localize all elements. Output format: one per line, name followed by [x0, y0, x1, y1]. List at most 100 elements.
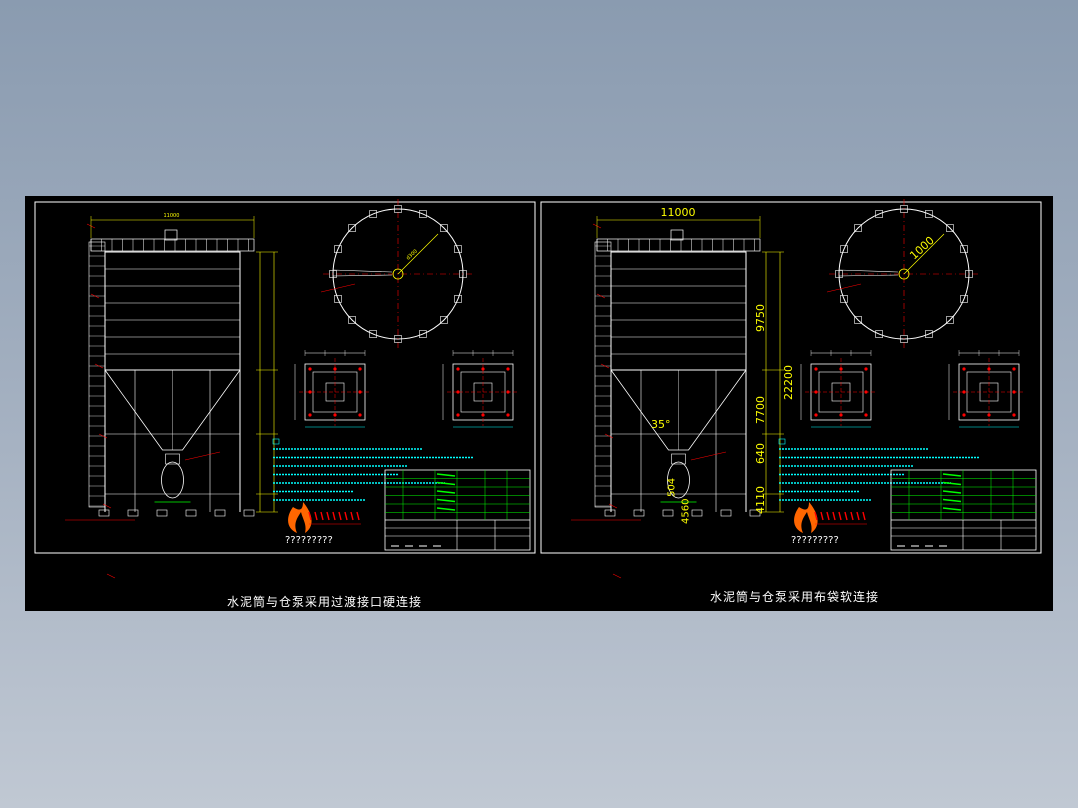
- bolt-hole: [1012, 367, 1016, 371]
- bolt-hole: [864, 390, 868, 394]
- bolt-hole: [839, 413, 843, 417]
- bolt-hole: [358, 413, 362, 417]
- base-plate: [98, 509, 110, 517]
- sheet-border: [34, 201, 536, 554]
- dim-text-width: 11000: [164, 213, 180, 219]
- bolt-hole: [456, 390, 460, 394]
- company-logo-icon: [288, 502, 312, 533]
- bolt-hole: [308, 390, 312, 394]
- callout-tick: [612, 573, 622, 579]
- bom-entry: [942, 490, 962, 494]
- anchor-bolt: [840, 245, 848, 253]
- dim-text-base: 4110: [754, 486, 767, 514]
- bolt-hole: [864, 413, 868, 417]
- bolt-hole: [839, 367, 843, 371]
- anchor-bolt: [369, 210, 377, 218]
- bolt-hole: [987, 413, 991, 417]
- dim-text-total: 22200: [782, 365, 795, 400]
- logo-text-glyph: [826, 511, 830, 521]
- bolt-hole: [814, 413, 818, 417]
- base-plate: [243, 509, 255, 517]
- bolt-hole: [864, 367, 868, 371]
- anchor-bolt: [329, 270, 337, 278]
- bolt-hole: [814, 390, 818, 394]
- cement-pump: [667, 461, 690, 499]
- anchor-bolt: [440, 316, 448, 324]
- inlet-pipe: [332, 274, 393, 277]
- bolt-hole: [308, 413, 312, 417]
- notes-heading: [272, 438, 280, 445]
- logo-text-glyph: [814, 511, 818, 521]
- bolt-hole: [456, 367, 460, 371]
- caption-right: 水泥筒与仓泵采用布袋软连接: [710, 590, 880, 604]
- inlet-pipe: [838, 274, 899, 277]
- logo-text-glyph: [314, 511, 318, 521]
- bolt-hole: [481, 367, 485, 371]
- callout-tick: [90, 293, 100, 299]
- anchor-bolt: [348, 224, 356, 232]
- anchor-bolt: [875, 330, 883, 338]
- logo-text-glyph: [350, 511, 354, 521]
- logo-text-glyph: [856, 511, 860, 521]
- radius-line: [397, 233, 439, 275]
- anchor-bolt: [925, 330, 933, 338]
- anchor-bolt: [875, 210, 883, 218]
- base-plate: [156, 509, 168, 517]
- dim-text-pump-a: 504: [667, 478, 678, 497]
- base-plate: [691, 509, 703, 517]
- inlet-pipe: [332, 269, 393, 273]
- plan-center: [392, 268, 404, 280]
- cement-pump: [161, 461, 184, 499]
- drawing-sheet-right: 110009750770064041102220035°50445601000?…: [540, 199, 1042, 579]
- callout-tick: [102, 503, 112, 509]
- callout-tick: [596, 293, 606, 299]
- notes-heading: [778, 438, 786, 445]
- bolt-hole: [481, 413, 485, 417]
- anchor-bolt: [459, 270, 467, 278]
- bom-entry: [436, 481, 456, 486]
- dim-text-upper: 9750: [754, 304, 767, 332]
- bolt-hole: [506, 413, 510, 417]
- dim-text-width: 11000: [661, 206, 696, 219]
- anchor-bolt: [440, 224, 448, 232]
- anchor-bolt: [334, 245, 342, 253]
- anchor-bolt: [946, 316, 954, 324]
- leader-line: [184, 451, 221, 461]
- bom-entry: [942, 507, 962, 511]
- logo-text-glyph: [820, 511, 824, 521]
- base-plate: [720, 509, 732, 517]
- radius-line: [903, 233, 945, 275]
- logo-text-glyph: [308, 511, 312, 521]
- bolt-hole: [358, 367, 362, 371]
- anchor-bolt: [394, 335, 402, 343]
- anchor-bolt: [900, 335, 908, 343]
- logo-text-glyph: [344, 511, 348, 521]
- bolt-hole: [1012, 390, 1016, 394]
- dust-collector: [670, 229, 684, 241]
- inlet-pipe: [838, 269, 899, 273]
- callout-tick: [608, 503, 618, 509]
- bolt-hole: [506, 367, 510, 371]
- callout-tick: [604, 433, 614, 439]
- sheet-border: [540, 201, 1042, 554]
- callout-tick: [98, 433, 108, 439]
- anchor-bolt: [840, 295, 848, 303]
- anchor-bolt: [925, 210, 933, 218]
- bom-entry: [436, 473, 456, 477]
- pump-inlet: [671, 453, 686, 465]
- top-railing: [596, 238, 761, 252]
- anchor-bolt: [965, 270, 973, 278]
- ladder: [594, 241, 612, 508]
- dim-text-lower: 640: [754, 443, 767, 464]
- anchor-bolt: [454, 295, 462, 303]
- bolt-hole: [333, 413, 337, 417]
- callout-tick: [600, 363, 610, 369]
- dust-collector: [164, 229, 178, 241]
- caption-left: 水泥筒与仓泵采用过渡接口硬连接: [227, 595, 423, 609]
- dim-text-radius: 1000: [907, 234, 937, 262]
- bolt-hole: [962, 367, 966, 371]
- anchor-bolt: [960, 245, 968, 253]
- dim-text-mid: 7700: [754, 396, 767, 424]
- bolt-hole: [506, 390, 510, 394]
